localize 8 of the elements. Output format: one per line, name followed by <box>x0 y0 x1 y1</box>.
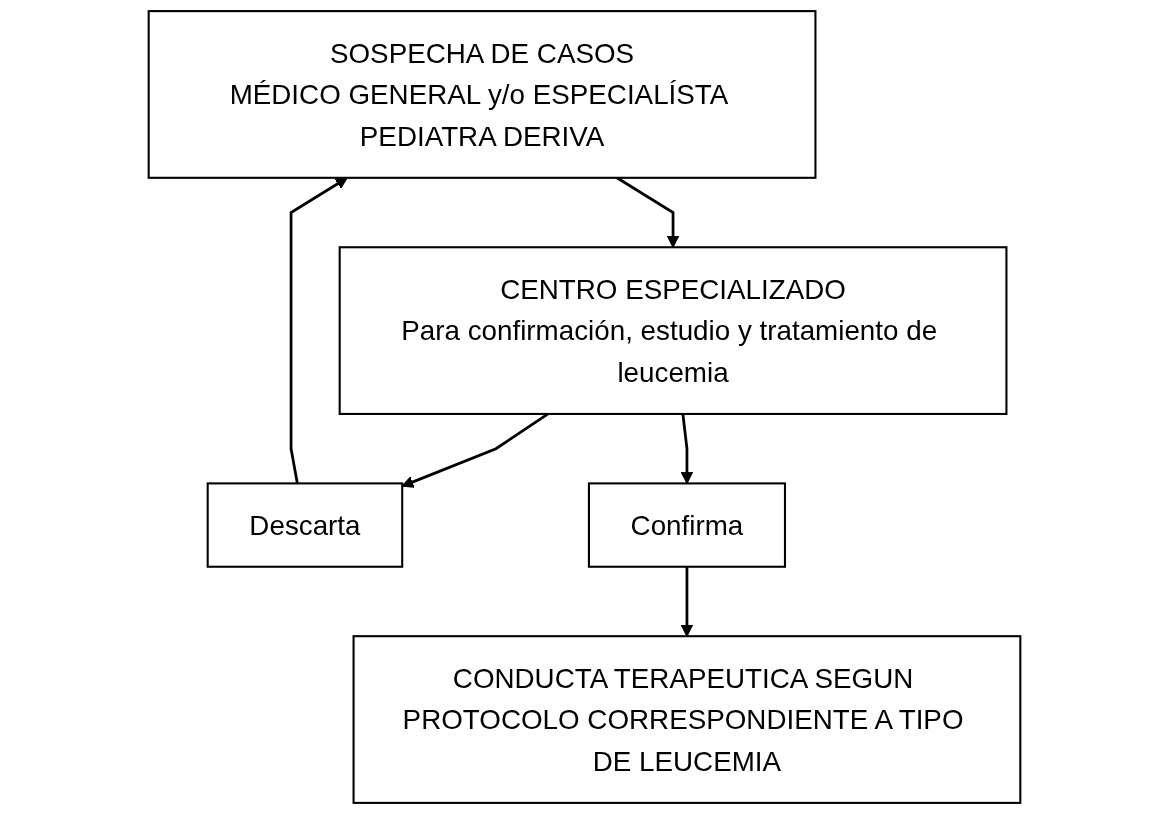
node-box: CENTRO ESPECIALIZADO Para confirmación, estudio y tratamiento de leucemia <box>338 246 1008 415</box>
node-box: SOSPECHA DE CASOS MÉDICO GENERAL y/o ESPECIALÍSTA PEDIATRA DERIVA <box>147 10 817 179</box>
arrow <box>680 413 694 484</box>
node-box: Confirma <box>587 482 786 568</box>
arrow <box>289 177 348 484</box>
arrow <box>680 566 694 637</box>
node-box: Descarta <box>206 482 404 568</box>
node-box: CONDUCTA TERAPEUTICA SEGUN PROTOCOLO CORRESPONDIENTE A TIPO DE LEUCEMIA <box>352 635 1022 804</box>
